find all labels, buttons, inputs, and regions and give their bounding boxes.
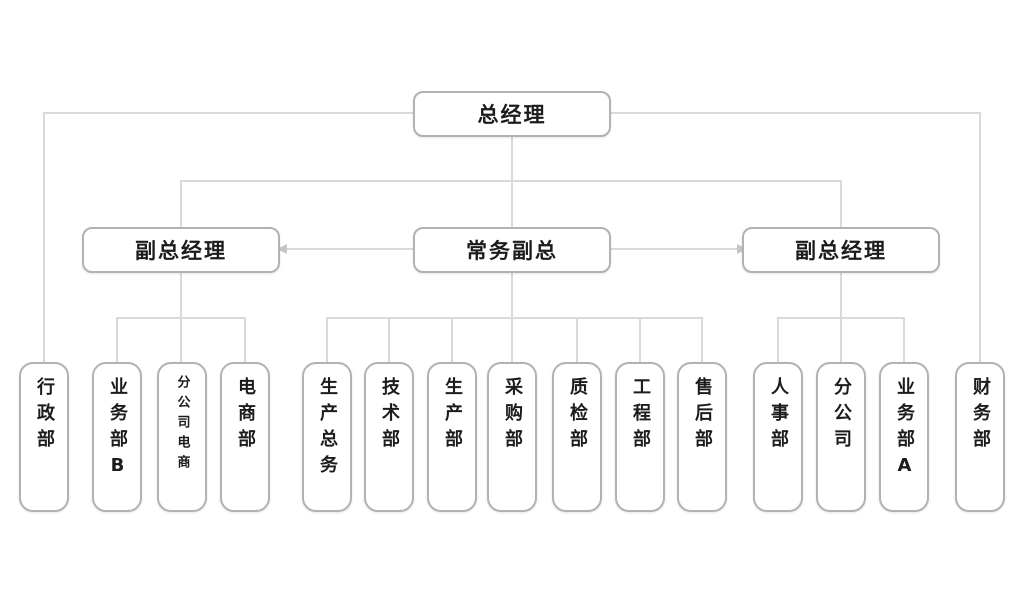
dept-quality-label: 质检部 [567,377,588,455]
connector-right-vgm-drop [840,180,842,228]
dept-quality: 质检部 [552,362,602,512]
node-general-manager-label: 总经理 [477,103,547,127]
connector-drop-hr [777,317,779,362]
dept-business-a-label: 业务部A [894,377,915,484]
dept-hr-label: 人事部 [768,377,789,455]
connector-root-to-evp [511,136,513,228]
dept-technology: 技术部 [364,362,414,512]
dept-purchasing: 采购部 [487,362,537,512]
dept-purchasing-label: 采购部 [502,377,523,455]
connector-rightgroup-bus [777,317,905,319]
connector-centergroup-bus [326,317,703,319]
connector-drop-production [451,317,453,362]
dept-admin-label: 行政部 [34,377,55,455]
arrowhead-left-icon [277,244,287,254]
connector-far-right-drop [979,112,981,362]
dept-branch-ecommerce-label: 分公司电商 [174,375,190,475]
dept-admin: 行政部 [19,362,69,512]
dept-production: 生产部 [427,362,477,512]
node-deputy-gm-left-label: 副总经理 [135,239,227,263]
arrow-line-to-left-vgm [284,248,413,250]
dept-engineering: 工程部 [615,362,665,512]
dept-aftersales-label: 售后部 [692,377,713,455]
dept-production-affairs-label: 生产总务 [317,377,338,481]
dept-business-a: 业务部A [879,362,929,512]
dept-business-b: 业务部B [92,362,142,512]
connector-far-left-drop [43,112,45,362]
dept-branch-label: 分公司 [831,377,852,455]
connector-drop-ecommerce [244,317,246,362]
node-deputy-gm-right: 副总经理 [742,227,940,273]
node-executive-deputy-gm: 常务副总 [413,227,611,273]
connector-leftgroup-bus [116,317,246,319]
dept-finance: 财务部 [955,362,1005,512]
dept-production-label: 生产部 [442,377,463,455]
dept-business-b-label: 业务部B [107,377,128,484]
dept-branch: 分公司 [816,362,866,512]
dept-technology-label: 技术部 [379,377,400,455]
connector-drop-production-affairs [326,317,328,362]
dept-hr: 人事部 [753,362,803,512]
connector-drop-business-b [116,317,118,362]
node-general-manager: 总经理 [413,91,611,137]
dept-ecommerce: 电商部 [220,362,270,512]
connector-drop-engineering [639,317,641,362]
connector-drop-aftersales [701,317,703,362]
connector-drop-technology [388,317,390,362]
dept-aftersales: 售后部 [677,362,727,512]
dept-branch-ecommerce: 分公司电商 [157,362,207,512]
dept-finance-label: 财务部 [970,377,991,455]
node-deputy-gm-left: 副总经理 [82,227,280,273]
dept-engineering-label: 工程部 [630,377,651,455]
node-executive-deputy-gm-label: 常务副总 [466,239,558,263]
connector-drop-business-a [903,317,905,362]
node-deputy-gm-right-label: 副总经理 [795,239,887,263]
connector-drop-quality [576,317,578,362]
connector-left-vgm-drop [180,180,182,228]
dept-production-affairs: 生产总务 [302,362,352,512]
arrow-line-to-right-vgm [610,248,738,250]
connector-level2-horizontal [181,180,842,182]
dept-ecommerce-label: 电商部 [235,377,256,455]
